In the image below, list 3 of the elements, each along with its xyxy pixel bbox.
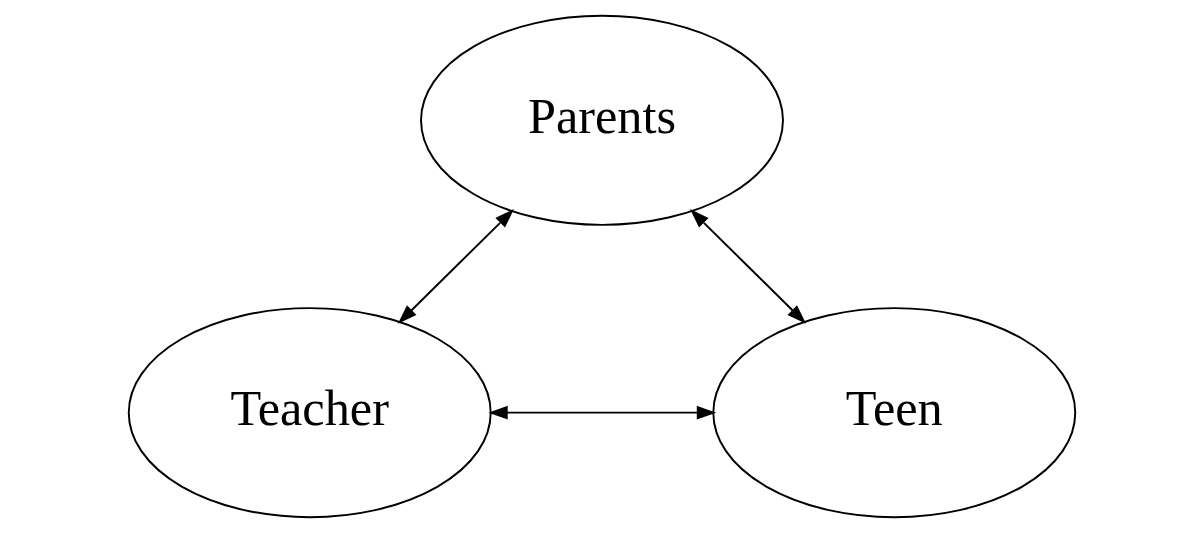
arrow — [397, 209, 514, 324]
arrow — [689, 209, 806, 324]
arrow — [487, 405, 716, 420]
